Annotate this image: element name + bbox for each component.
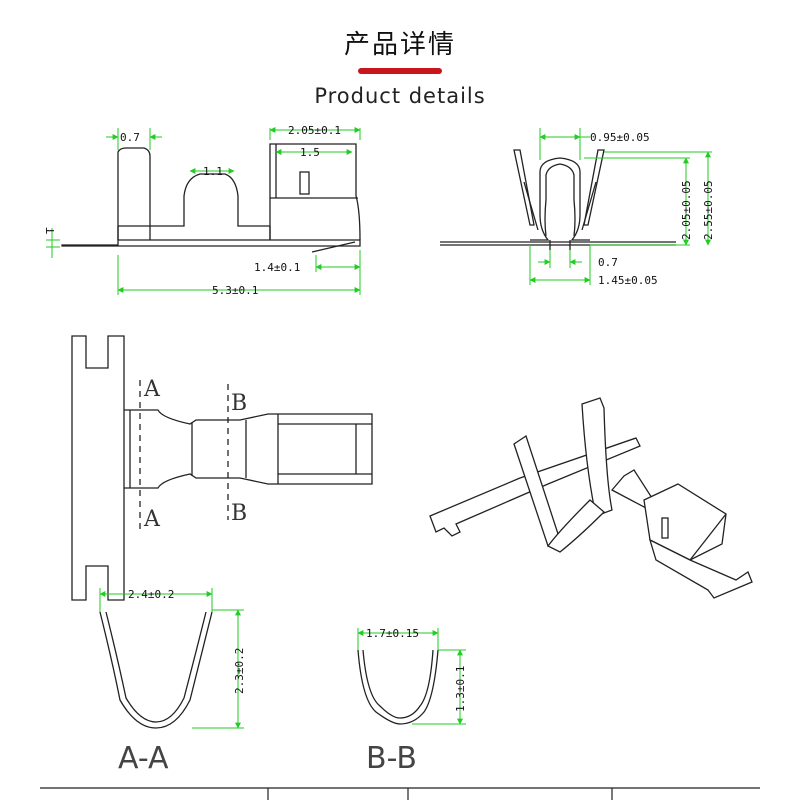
dim-2-05-end: 2.05±0.05 [680,180,693,240]
dim-1-5: 1.5 [300,146,320,159]
dim-2-3: 2.3±0.2 [233,648,246,694]
section-label-a-bottom: A [143,507,161,532]
dim-1-45: 1.45±0.05 [598,274,658,287]
dim-0-7: 0.7 [120,131,140,144]
section-a-a-label: A-A [118,741,169,776]
bottom-table-rule [40,787,760,800]
title-accent-bar [358,68,442,74]
dim-0-95: 0.95±0.05 [590,131,650,144]
dim-1-3: 1.3±0.1 [454,666,467,712]
isometric-view [429,397,753,599]
dim-5-3: 5.3±0.1 [212,284,258,297]
dim-1-7: 1.7±0.15 [366,627,419,640]
dim-2-4: 2.4±0.2 [128,588,174,601]
section-b-b [357,649,439,725]
dim-1-4: 1.4±0.1 [254,261,300,274]
end-view-dimensions [529,128,712,285]
end-view [440,149,676,250]
dim-2-55: 2.55±0.05 [702,180,715,240]
side-view-dimensions [46,127,361,295]
dim-0-7-end: 0.7 [598,256,618,269]
top-view [71,335,373,601]
section-label-b-top: B [231,391,247,416]
section-b-b-label: B-B [366,741,417,776]
page-title: 产品详情 [343,30,456,60]
section-b-b-dimensions [357,628,466,725]
side-view [61,143,361,253]
dim-t: T [44,227,57,234]
section-label-b-bottom: B [231,501,247,526]
section-label-a-top: A [143,377,161,402]
section-a-a [99,611,213,729]
dim-1-1: 1.1 [203,165,223,178]
dim-2-05: 2.05±0.1 [288,124,341,137]
page-subtitle: Product details [314,84,486,108]
section-a-a-dimensions [99,588,244,729]
